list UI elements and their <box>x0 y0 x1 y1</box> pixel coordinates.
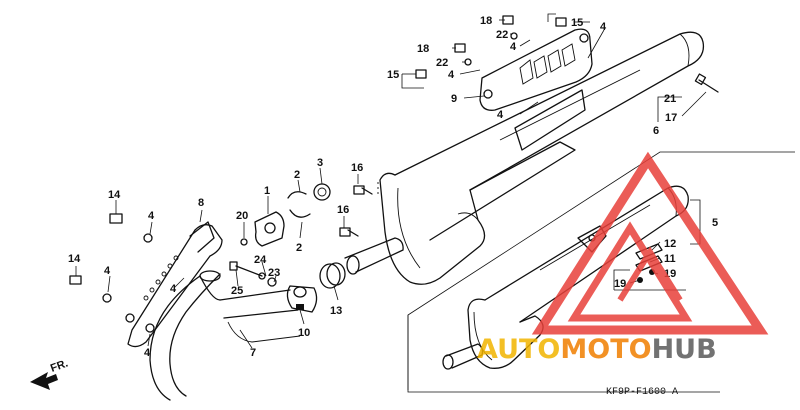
callout-2b: 2 <box>296 242 302 254</box>
callout-labels: 1 2 2 3 4 4 4 4 4 4 4 4 4 5 6 7 8 9 10 1… <box>68 15 718 359</box>
joint-gasket <box>319 262 346 289</box>
callout-6: 6 <box>653 125 659 137</box>
callout-4d: 4 <box>144 347 151 359</box>
callout-4c: 4 <box>170 283 177 295</box>
callout-23: 23 <box>268 267 280 279</box>
callout-25: 25 <box>231 285 243 297</box>
exhaust-flange <box>254 211 285 247</box>
nuts-and-washers <box>69 15 567 333</box>
callout-19b: 19 <box>614 278 626 290</box>
exhaust-protector <box>125 221 223 348</box>
joint-collar <box>286 285 318 313</box>
flange-bolt <box>229 261 277 287</box>
callout-14a: 14 <box>108 189 121 201</box>
callout-20: 20 <box>236 210 248 222</box>
callout-2a: 2 <box>294 169 300 181</box>
callout-10: 10 <box>298 327 310 339</box>
callout-13: 13 <box>330 305 342 317</box>
callout-22b: 22 <box>436 57 448 69</box>
exhaust-pipe <box>149 270 301 401</box>
callout-14b: 14 <box>68 253 81 265</box>
callout-4e: 4 <box>510 41 517 53</box>
callout-11: 11 <box>664 253 676 265</box>
watermark-text: AUTOMOTOHUB <box>477 334 717 365</box>
watermark-triangles <box>531 151 769 335</box>
front-direction-arrow: FR. <box>30 357 70 390</box>
gasket-ring <box>313 183 331 201</box>
callout-15a: 15 <box>571 17 583 29</box>
callout-21: 21 <box>664 93 676 105</box>
callout-17: 17 <box>665 112 677 124</box>
diagram-code: KF9P-F1600 A <box>606 387 678 398</box>
callout-7: 7 <box>250 347 256 359</box>
leader-lines <box>75 13 707 349</box>
callout-15b: 15 <box>387 69 399 81</box>
front-direction-label: FR. <box>49 357 70 374</box>
callout-24: 24 <box>254 254 267 266</box>
callout-4f: 4 <box>448 69 455 81</box>
callout-22a: 22 <box>496 29 508 41</box>
watermark-logo: AUTOMOTOHUB <box>477 151 769 365</box>
muffler-bolt <box>694 73 719 93</box>
stud-bolts <box>339 185 373 237</box>
callout-5: 5 <box>712 217 718 229</box>
callout-4h: 4 <box>600 21 607 33</box>
heat-shield <box>479 28 593 151</box>
callout-16a: 16 <box>351 162 363 174</box>
callout-12: 12 <box>664 238 676 250</box>
callout-3: 3 <box>317 157 323 169</box>
main-muffler <box>344 31 705 285</box>
callout-1: 1 <box>264 185 270 197</box>
callout-8: 8 <box>198 197 204 209</box>
callout-4b: 4 <box>104 265 111 277</box>
callout-4g: 4 <box>497 109 504 121</box>
collar-cotters <box>287 191 311 218</box>
callout-18b: 18 <box>417 43 429 55</box>
callout-9: 9 <box>451 93 457 105</box>
callout-16b: 16 <box>337 204 349 216</box>
callout-4a: 4 <box>148 210 155 222</box>
callout-18a: 18 <box>480 15 492 27</box>
